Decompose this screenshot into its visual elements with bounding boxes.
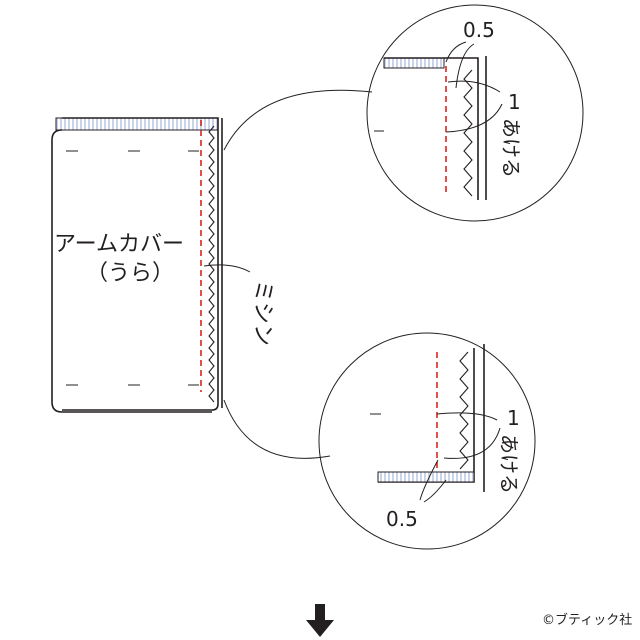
top-gap-callout <box>445 80 503 133</box>
connector-arc-top <box>223 89 373 151</box>
bottom-detail-band <box>377 471 475 483</box>
bottom-seam-callout <box>419 459 447 503</box>
top-detail-fold <box>384 57 479 200</box>
machine-leader-line <box>203 264 251 273</box>
top-fold-band <box>55 117 219 131</box>
main-label: アームカバー <box>54 232 184 257</box>
bottom-seam-allowance: 0.5 <box>386 507 418 531</box>
top-seam-callout <box>445 41 475 89</box>
bottom-gap-text: あける <box>497 434 521 494</box>
machine-label: ミシン <box>250 280 275 346</box>
bottom-gap-number: 1 <box>507 406 520 430</box>
bottom-detail-circle: 1 あける 0.5 <box>318 332 536 550</box>
zigzag-edge-finish <box>208 125 215 403</box>
bottom-detail-zigzag <box>459 351 469 470</box>
fabric-front-layer <box>51 129 212 413</box>
bottom-gap-callout <box>436 412 501 459</box>
top-detail-frame <box>366 4 584 222</box>
main-label-sub: （うら） <box>86 261 174 286</box>
copyright: ©ブティック社 <box>542 612 632 628</box>
bottom-detail-frame <box>318 332 536 550</box>
top-seam-allowance: 0.5 <box>463 18 495 42</box>
matching-marks <box>66 150 199 386</box>
fabric-piece <box>51 117 223 413</box>
top-detail-band <box>383 57 445 69</box>
top-gap-number: 1 <box>508 90 521 114</box>
connector-arc-bottom <box>223 399 331 459</box>
top-detail-zigzag <box>463 69 473 197</box>
fabric-back-layer <box>62 117 219 411</box>
top-detail-circle: 0.5 1 あける <box>366 4 584 222</box>
down-arrow-icon <box>306 604 334 637</box>
top-gap-text: あける <box>499 118 523 178</box>
